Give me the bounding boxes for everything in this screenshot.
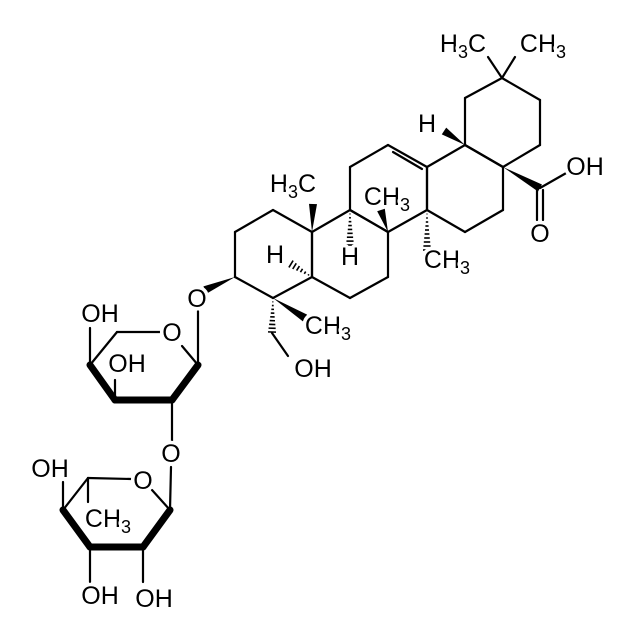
wedge-bond (441, 127, 465, 145)
ring-bond (271, 275, 314, 300)
atom-label-methyl: CH3 (85, 505, 131, 537)
ring-bond (271, 208, 314, 234)
ring-bond (425, 208, 467, 234)
atom-label-hydroxyl: OH (566, 153, 604, 181)
bond (168, 465, 173, 512)
atom-label-oxygen: O (161, 440, 180, 468)
atom-label-hydroxyl: OH (108, 350, 146, 378)
bold-bond (59, 506, 94, 551)
atom-label-hydroxyl: OH (135, 585, 173, 613)
wedge-bond (503, 167, 542, 192)
bond (180, 344, 200, 367)
ring-bond (348, 208, 390, 234)
hashed-bond (267, 300, 277, 333)
hashed-bond (288, 260, 310, 276)
ring-bond (348, 143, 390, 169)
bond (538, 170, 570, 190)
atom-label-oxygen: O (530, 220, 549, 248)
wedge-bond (203, 277, 235, 294)
atom-label-hydrogen: H (418, 110, 436, 138)
double-bond-inner (391, 150, 424, 171)
ring-bond (386, 208, 429, 234)
ring-bond (463, 76, 504, 100)
bond (61, 476, 90, 512)
bond (270, 331, 290, 358)
atom-label-hydroxyl: OH (294, 355, 332, 383)
bold-bond (139, 506, 174, 551)
ring-bond (500, 76, 542, 102)
bond (86, 476, 133, 481)
bonds (59, 55, 570, 584)
atom-label-methyl: CH3 (364, 183, 410, 215)
bold-bond (168, 361, 202, 404)
atom-label-methyl: CH3 (424, 246, 470, 278)
atom-label-hydroxyl: OH (31, 455, 69, 483)
ring-bond (348, 275, 390, 300)
wedge-bond (377, 208, 388, 232)
hashed-bond (423, 213, 431, 251)
ring-bond (463, 143, 505, 169)
atom-label-hydroxyl: OH (81, 582, 119, 610)
ring-bond (310, 275, 352, 300)
wedge-bond (273, 298, 308, 322)
ring-bond (463, 208, 505, 234)
atom-labels: H3C CH3 H OH O H3C CH3 CH3 H H O CH3 OH … (28, 27, 608, 617)
bond (486, 55, 504, 80)
bond (88, 330, 119, 367)
atom-label-ring-oxygen: O (133, 467, 152, 495)
atom-label-oxygen: O (187, 285, 206, 313)
bold-bond (86, 361, 119, 404)
atom-label-methyl: H3C (270, 170, 316, 202)
ring-bond (386, 143, 429, 169)
atom-label-methyl: CH3 (305, 312, 351, 344)
ring-bond (501, 143, 542, 169)
ring-bond (310, 208, 352, 234)
atom-label-methyl: CH3 (520, 30, 566, 62)
hashed-bond (346, 213, 354, 246)
wedge-bond (309, 203, 317, 232)
ring-bond (425, 143, 467, 169)
atom-label-hydrogen: H (341, 243, 359, 271)
atom-label-methyl: H3C (440, 30, 486, 62)
atom-label-ring-oxygen: O (162, 319, 181, 347)
atom-label-hydrogen: H (266, 241, 284, 269)
bond (500, 55, 517, 80)
bond (150, 488, 172, 512)
atom-label-hydroxyl: OH (81, 300, 119, 328)
ring-bond (233, 208, 275, 234)
ring-bond (233, 275, 275, 300)
